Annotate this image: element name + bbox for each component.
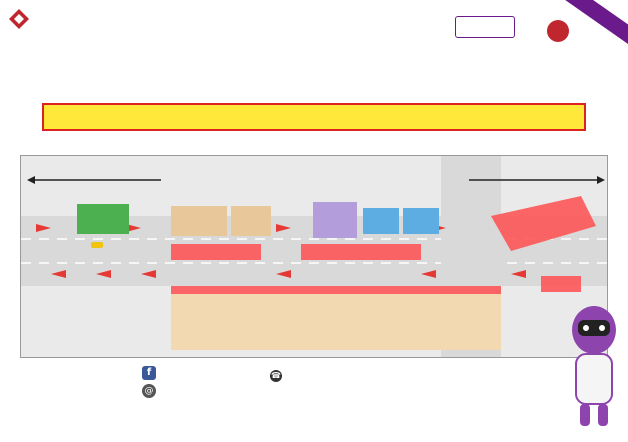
mascot-icon: [572, 306, 616, 426]
museum-block: [171, 294, 501, 350]
dir-arrow-right-head: [597, 176, 605, 184]
work-zone-5: [541, 276, 581, 292]
block-blue-1: [363, 208, 399, 234]
mrta-logo-icon: [9, 9, 29, 29]
date-banner: [42, 103, 586, 131]
block-blue-2: [403, 208, 439, 234]
work-zone-2: [301, 244, 421, 260]
work-zone-4: [171, 286, 501, 294]
block-tan-2: [231, 206, 271, 236]
dir-arrow-left-head: [27, 176, 35, 184]
arrows-lane-3: [51, 270, 526, 278]
org-logo: [8, 6, 158, 46]
block-tan-1: [171, 206, 227, 236]
facebook-icon[interactable]: f: [142, 366, 156, 380]
work-zone-3: [491, 196, 596, 251]
stecon-logo: [525, 8, 595, 44]
pmc-logo: [455, 16, 515, 38]
stecon-mark-icon: [547, 20, 569, 42]
footer: f ☎ @: [0, 362, 628, 442]
phone-icon: ☎: [270, 370, 282, 382]
header: [0, 0, 628, 52]
block-purple: [313, 202, 357, 238]
car-icon: [91, 242, 103, 248]
block-green: [77, 204, 129, 234]
work-zone-1: [171, 244, 261, 260]
traffic-map: [20, 155, 608, 358]
instagram-icon[interactable]: @: [142, 384, 156, 398]
